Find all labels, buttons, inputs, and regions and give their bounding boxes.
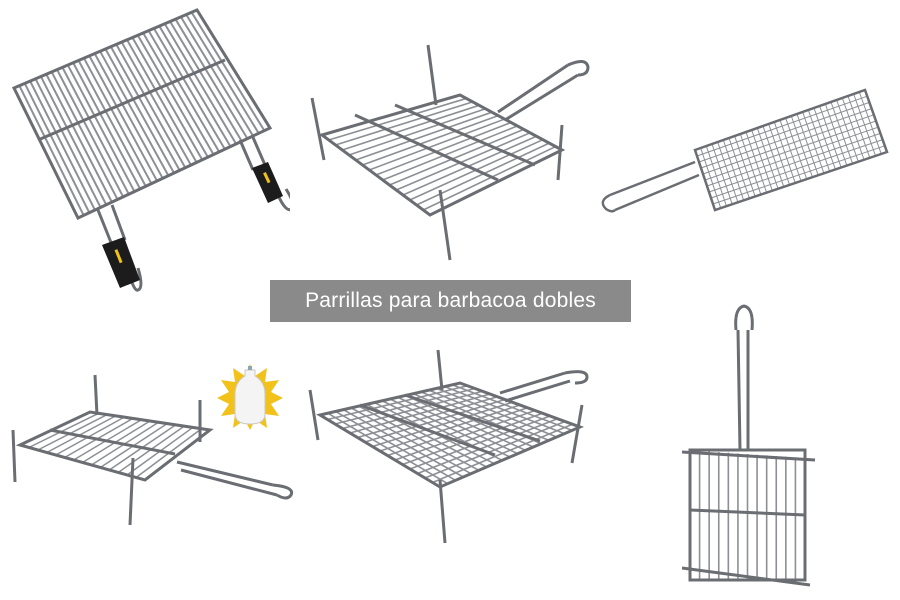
product-image-double-grill (11, 8, 290, 292)
bottle-sun-icon (217, 364, 283, 430)
product-image-square-wire-grill (308, 349, 589, 544)
product-image-square-grill-legs (310, 44, 590, 261)
title-banner: Parrillas para barbacoa dobles (270, 280, 631, 322)
product-image-fine-mesh-basket (601, 88, 889, 213)
product-image-double-grill-legs (11, 374, 294, 526)
product-image-vertical-basket (681, 304, 816, 587)
